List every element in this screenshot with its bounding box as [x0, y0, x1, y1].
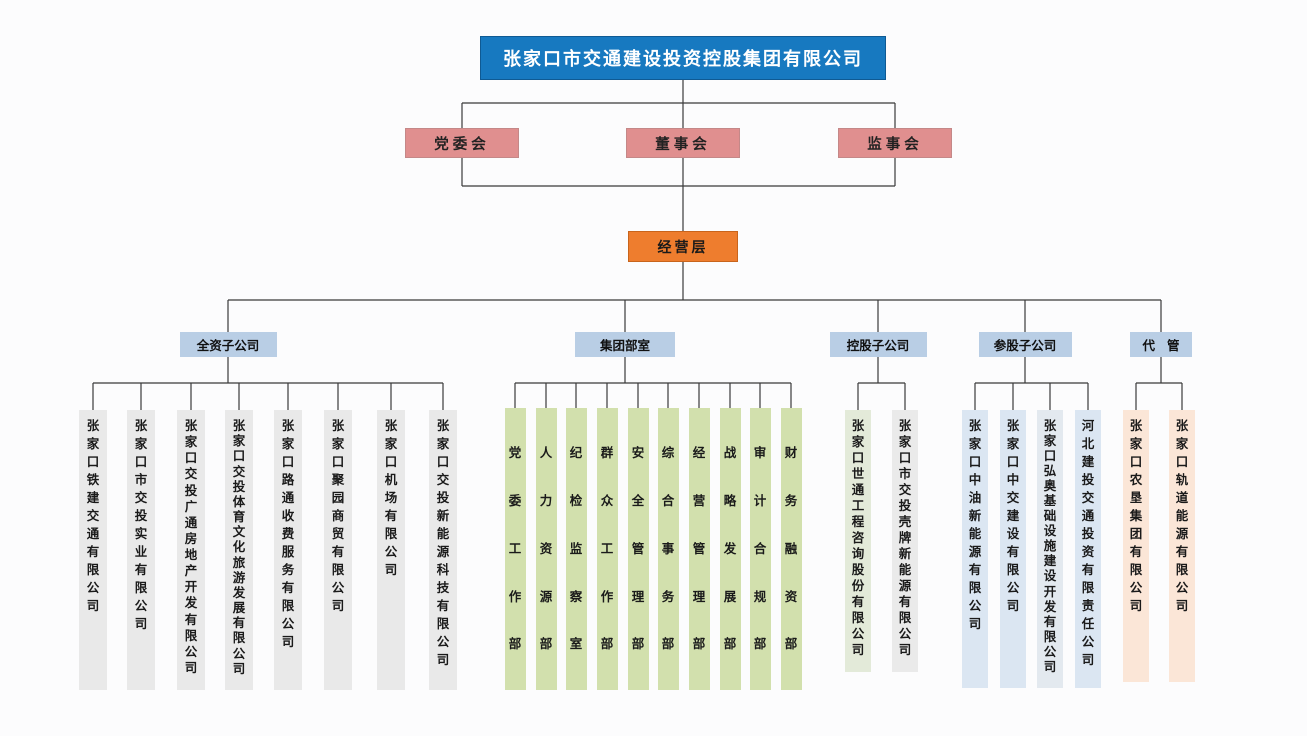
org-box: 河北建投交通投资有限责任公司 — [1075, 410, 1101, 688]
org-box: 张家口交投体育文化旅游发展有限公司 — [225, 410, 253, 690]
org-box: 张家口铁建交通有限公司 — [79, 410, 107, 690]
org-box: 张家口中油新能源有限公司 — [962, 410, 988, 688]
org-box: 张家口弘奥基础设施建设开发有限公司 — [1037, 410, 1063, 688]
org-box: 人力资源部 — [535, 408, 557, 690]
org-box: 张家口机场有限公司 — [377, 410, 405, 690]
org-box: 张家口农垦集团有限公司 — [1123, 410, 1149, 682]
org-box: 张家口轨道能源有限公司 — [1169, 410, 1195, 682]
org-box: 经营管理部 — [688, 408, 710, 690]
org-box: 审计合规部 — [749, 408, 771, 690]
org-box: 党委工作部 — [504, 408, 526, 690]
group-header: 参股子公司 — [978, 332, 1072, 357]
org-box: 张家口市交投壳牌新能源有限公司 — [892, 410, 918, 672]
committee-box: 监事会 — [838, 128, 952, 158]
management-box: 经营层 — [628, 231, 738, 262]
group-header: 集团部室 — [575, 332, 675, 357]
group-header: 全资子公司 — [179, 332, 277, 357]
org-box: 战略发展部 — [719, 408, 741, 690]
org-box: 安全管理部 — [627, 408, 649, 690]
committee-box: 董事会 — [626, 128, 740, 158]
group-header: 代管 — [1130, 332, 1192, 357]
org-box: 张家口世通工程咨询股份有限公司 — [845, 410, 871, 672]
org-box: 张家口交投广通房地产开发有限公司 — [177, 410, 205, 690]
group-header: 控股子公司 — [829, 332, 927, 357]
company-root-box: 张家口市交通建设投资控股集团有限公司 — [480, 36, 886, 80]
org-box: 张家口中交建设有限公司 — [1000, 410, 1026, 688]
committee-box: 党委会 — [405, 128, 519, 158]
org-box: 张家口市交投实业有限公司 — [127, 410, 155, 690]
org-box: 纪检监察室 — [565, 408, 587, 690]
org-box: 综合事务部 — [657, 408, 679, 690]
org-box: 财务融资部 — [780, 408, 802, 690]
org-box: 群众工作部 — [596, 408, 618, 690]
org-box: 张家口交投新能源科技有限公司 — [429, 410, 457, 690]
org-box: 张家口聚园商贸有限公司 — [324, 410, 352, 690]
org-box: 张家口路通收费服务有限公司 — [274, 410, 302, 690]
